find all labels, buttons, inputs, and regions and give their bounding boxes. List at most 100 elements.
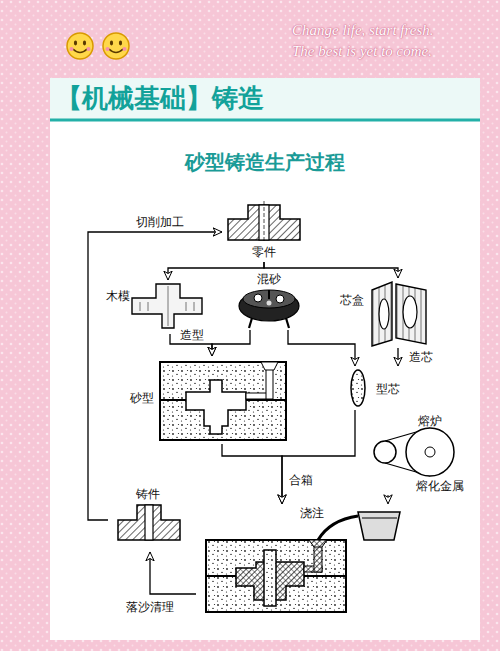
sand-core-node: 型芯 (345, 366, 412, 410)
furnace-drawing (406, 428, 454, 476)
smiley-icon (73, 49, 87, 53)
smiley-icon (83, 41, 86, 46)
sand-mixer-drawing (267, 301, 272, 306)
wood-pattern-drawing (132, 284, 202, 328)
edge-label: 造型 (178, 328, 206, 342)
pouring-mold-drawing (264, 550, 276, 606)
pouring-mold-drawing (358, 512, 400, 540)
core-box-drawing (372, 282, 392, 346)
part-drawing (264, 201, 265, 243)
pouring-mold-drawing (206, 512, 400, 612)
smiley-icon (70, 47, 74, 51)
flow-arrow (282, 410, 355, 504)
flow-arrow (288, 330, 355, 366)
node-label: 零件 (252, 245, 276, 259)
flow-arrow (264, 262, 398, 278)
sand-mixer-drawing (249, 318, 252, 328)
smiley-icon (87, 47, 91, 51)
pouring-mold-drawing (318, 516, 358, 540)
furnace-node: 熔炉熔化金属 (372, 412, 472, 495)
casting-drawing (118, 505, 180, 540)
slogan-text: The best is yet to come. (292, 43, 432, 60)
flow-arrow (168, 262, 264, 280)
diagram-title: 砂型铸造生产过程 (185, 150, 345, 174)
furnace-drawing (374, 441, 396, 463)
part-node: 零件 (222, 200, 306, 262)
part-drawing (228, 201, 300, 243)
core-box-drawing (372, 282, 426, 346)
node-label: 熔化金属 (416, 479, 464, 493)
casting-drawing (145, 505, 153, 540)
page-background (50, 78, 480, 120)
pouring-mold-drawing (309, 540, 327, 547)
core-box-drawing (403, 296, 417, 328)
sand-mold-drawing (266, 366, 273, 399)
wood-pattern-drawing (194, 302, 195, 311)
smiley-icon (103, 33, 129, 59)
casting-drawing (118, 505, 180, 540)
smiley-icon (106, 47, 110, 51)
smiley-icon (110, 41, 113, 46)
sand-mixer-drawing (286, 318, 289, 328)
pouring-mold-node: 浇注 (196, 504, 404, 616)
smiley-icon (67, 33, 129, 59)
wood-pattern-drawing (186, 302, 187, 311)
smiley-icon (109, 49, 123, 53)
node-label: 浇注 (300, 506, 324, 520)
edge-label: 切削加工 (134, 215, 186, 229)
node-label: 铸件 (136, 487, 160, 501)
edge-label: 造芯 (407, 350, 435, 364)
wood-pattern-node: 木模 (104, 280, 204, 334)
pouring-mold-drawing (314, 544, 322, 572)
sand-mixer-drawing (268, 290, 270, 299)
node-label: 砂型 (130, 391, 154, 405)
core-box-node: 芯盒 (338, 278, 432, 348)
pouring-mold-drawing (362, 518, 397, 519)
flow-arrow (212, 330, 250, 356)
sand-mixer-drawing (254, 294, 262, 302)
casting-node: 铸件 (108, 485, 188, 552)
furnace-drawing (425, 447, 435, 457)
header-text: 【机械基础】铸造 (56, 83, 264, 114)
smiley-icon (67, 33, 93, 59)
node-label: 型芯 (376, 382, 400, 396)
page-background (50, 78, 480, 640)
sand-mixer-drawing (276, 295, 284, 303)
sand-mixer-drawing (243, 290, 295, 308)
furnace-drawing (374, 428, 454, 476)
wood-pattern-drawing (168, 286, 169, 326)
edge-label: 合箱 (287, 473, 315, 487)
page-background (50, 119, 480, 122)
wood-pattern-drawing (148, 302, 149, 311)
sand-mold-drawing (261, 362, 278, 370)
core-box-drawing (379, 299, 389, 329)
core-drawing (351, 370, 365, 406)
sand-mixer-drawing (239, 291, 299, 321)
wood-pattern-drawing (140, 302, 141, 311)
sand-mixer-drawing (239, 290, 299, 328)
edge-label: 落沙清理 (124, 600, 176, 614)
sand-mold-node: 砂型 (128, 356, 290, 444)
node-label: 熔炉 (418, 414, 442, 428)
flow-arrow (397, 348, 398, 366)
flow-arrow (88, 232, 222, 520)
core-box-drawing (396, 284, 426, 344)
sand-mold-drawing (186, 380, 246, 434)
node-label: 混砂 (257, 272, 281, 286)
smiley-icon (74, 41, 77, 46)
sand-mold-drawing (160, 362, 286, 440)
wood-pattern-drawing (132, 284, 202, 328)
flow-arrow (387, 495, 388, 504)
flow-arrow (150, 552, 196, 594)
sand-mixer-node: 混砂 (232, 270, 306, 330)
node-label: 芯盒 (340, 293, 364, 307)
smiley-icon (123, 47, 127, 51)
smiley-icon (119, 41, 122, 46)
connector-group (88, 232, 398, 594)
flow-arrow (222, 444, 282, 504)
core-drawing (351, 370, 365, 406)
